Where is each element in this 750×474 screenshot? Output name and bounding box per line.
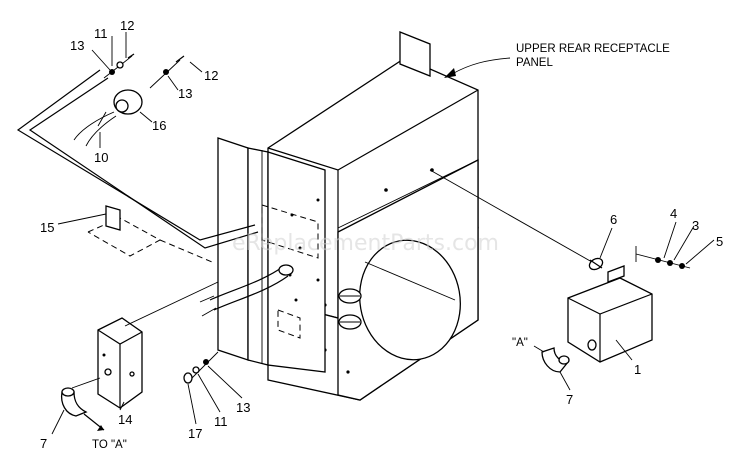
callout-12-top: 12 [120, 18, 134, 33]
receptacle-box-1 [567, 265, 653, 363]
receptacle-16 [73, 89, 143, 147]
elbow-fitting-left [60, 377, 105, 431]
wire-harness [199, 264, 294, 317]
callout-16: 16 [152, 118, 166, 133]
elbow-fitting-right [541, 347, 570, 373]
callout-12-right: 12 [204, 68, 218, 83]
screw-stack-top-right [149, 55, 185, 89]
mounting-channel [217, 137, 326, 373]
callout-13-bottom: 13 [236, 400, 250, 415]
ref-to-a: TO "A" [92, 439, 127, 451]
grommet-6 [588, 257, 604, 271]
callout-1: 1 [634, 362, 641, 377]
outlet-fixture-lower [338, 314, 362, 330]
callout-10: 10 [94, 150, 108, 165]
callout-14: 14 [118, 412, 132, 427]
outlet-fixture-upper [338, 288, 362, 304]
screw-stack-bottom [183, 351, 219, 384]
watermark: eReplacementParts.com [232, 231, 499, 256]
callout-17: 17 [188, 426, 202, 441]
leader-lines [51, 32, 715, 435]
panel-label-line1: UPPER REAR RECEPTACLE [516, 43, 670, 55]
junction-box-14 [97, 317, 143, 409]
callout-5: 5 [716, 234, 723, 249]
panel-label-line2: PANEL [516, 57, 553, 69]
callout-13-mid: 13 [178, 86, 192, 101]
bracket-15 [105, 205, 121, 231]
callout-4: 4 [670, 206, 677, 221]
callout-11-bottom: 11 [214, 414, 228, 429]
callout-6: 6 [610, 212, 617, 227]
callout-15: 15 [40, 220, 54, 235]
callout-7-left: 7 [40, 436, 47, 451]
ref-a-right: "A" [512, 337, 528, 349]
screw-stack-top-left [103, 53, 135, 79]
callout-11-top: 11 [94, 26, 108, 41]
callout-13-top: 13 [70, 38, 84, 53]
callout-3: 3 [692, 218, 699, 233]
callout-7-right: 7 [566, 392, 573, 407]
screw-stack-right [635, 246, 691, 269]
